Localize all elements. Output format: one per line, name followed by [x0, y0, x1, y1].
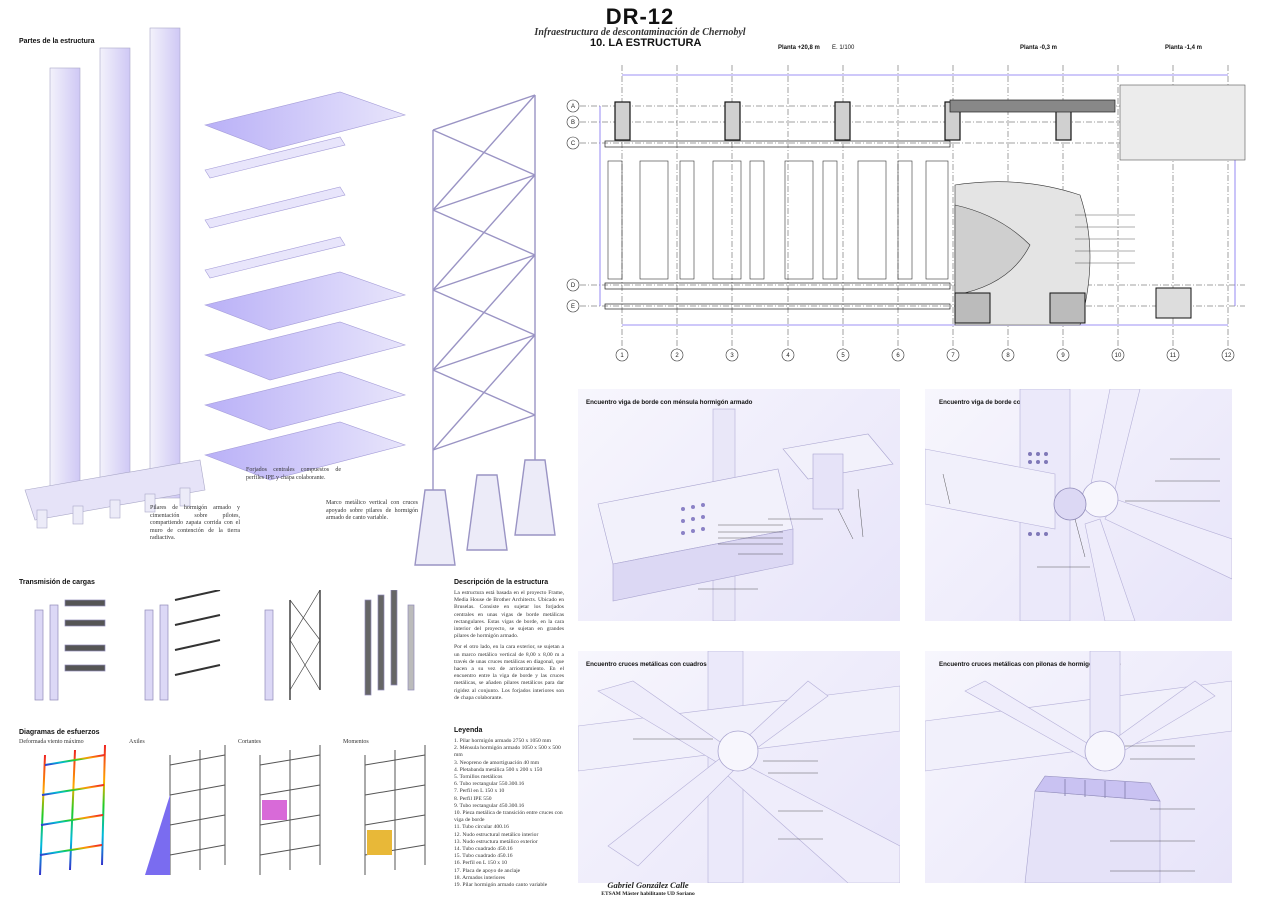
detail-drawing-edge-beam	[925, 389, 1232, 621]
legend-item: 17. Placa de apoyo de anclaje	[454, 867, 521, 874]
effort-diagrams	[39, 745, 426, 876]
legend-item: 19. Pilar hormigón armado canto variable	[454, 882, 548, 889]
effort-label-shear: Cortantes	[238, 739, 261, 745]
detail-panel-concrete-pylon: Encuentro cruces metálicas con pilonas d…	[925, 651, 1232, 883]
plan-col-label: 1	[620, 353, 624, 359]
plan-col-label: 8	[1006, 353, 1010, 359]
diagram-moment	[364, 745, 426, 875]
school-name: ETSAM Máster habilitante UD Soriano	[601, 891, 695, 897]
plan-row-bubbles	[566, 99, 580, 313]
legend-item: 1. Pilar hormigón armado 2750 x 1050 mm	[454, 738, 551, 744]
legend-item: 11. Tubo circular 400.16	[454, 824, 509, 831]
legend-item: 9. Tubo rectangular 450.300.16	[454, 802, 525, 809]
plan-row-label: B	[571, 120, 575, 126]
plan-section-cut	[954, 84, 1246, 326]
detail-title: Encuentro cruces metálicas con cuadros m…	[586, 661, 737, 668]
legend-item: 14. Tubo cuadrado 450.16	[454, 846, 513, 853]
steel-frame	[414, 94, 556, 566]
diagram-axial	[145, 745, 226, 875]
detail-title: Encuentro viga de borde con ménsula horm…	[586, 399, 753, 406]
plan-col-label: 12	[1225, 353, 1232, 359]
floor-plan: A B C D E 1 2 3 4 5 6 7 8 9 10 11 12	[566, 65, 1246, 362]
detail-panel-steel-cross: Encuentro cruces metálicas con cuadros m…	[578, 651, 900, 883]
description-heading: Descripción de la estructura	[454, 579, 549, 586]
load-step-1	[34, 599, 106, 701]
plan-joists	[607, 160, 949, 280]
plan-col-label: 3	[730, 353, 734, 359]
legend-item: 4. Pletabanda metálica 500 x 200 x 150	[454, 766, 543, 773]
plan-col-label: 11	[1170, 353, 1177, 359]
plan-col-label: 7	[951, 353, 955, 359]
legend-item: 13. Nudo estructura metálico exterior	[454, 838, 538, 845]
detail-drawing-bracket	[597, 408, 894, 621]
detail-drawing-concrete-pylon	[925, 651, 1232, 883]
load-step-2	[144, 590, 221, 701]
section-title: 10. LA ESTRUCTURA	[590, 37, 702, 49]
legend-item: 7. Perfil en L 150 x 10	[454, 788, 505, 795]
legend-heading: Leyenda	[454, 727, 483, 734]
load-step-3	[264, 590, 321, 701]
plan-row-label: D	[571, 283, 576, 289]
plan-col-label: 4	[786, 353, 790, 359]
detail-panel-edge-beam: Encuentro viga de borde con cruces	[925, 389, 1232, 621]
plan-col-label: 10	[1115, 353, 1122, 359]
plan-row-label: E	[571, 304, 575, 310]
detail-title: Encuentro viga de borde con cruces	[939, 399, 1046, 406]
structure-exploded-drawing	[24, 27, 556, 566]
plan-beams	[604, 99, 1116, 310]
plan-col-bubbles	[615, 348, 1235, 362]
load-step-4	[364, 590, 415, 696]
page-title: DR-12	[605, 4, 675, 29]
caption-pillars: Pilares de hormigón armado y cimentación…	[150, 505, 240, 541]
plan-axis-labels: A B C D E 1 2 3 4 5 6 7 8 9 10 11 12	[571, 104, 1232, 359]
detail-title: Encuentro cruces metálicas con pilonas d…	[939, 661, 1121, 668]
structure-heading: Partes de la estructura	[19, 38, 95, 45]
detail-drawing-steel-cross	[578, 651, 900, 883]
description-paragraph-2: Por el otro lado, en la cara exterior, s…	[454, 644, 564, 701]
detail-panel-bracket: Encuentro viga de borde con ménsula horm…	[578, 389, 900, 621]
legend-item: 15. Tubo cuadrado 450.16	[454, 853, 513, 860]
legend-item: 6. Tubo rectangular 550.300.16	[454, 781, 525, 788]
plan-label-lower: Planta -1,4 m	[1165, 45, 1203, 51]
legend-item: 10. Pieza metálica de transición entre c…	[454, 810, 563, 824]
plan-col-label: 2	[675, 353, 679, 359]
effort-label-moment: Momentos	[343, 739, 369, 745]
legend-item: 16. Perfil en L 150 x 10	[454, 860, 508, 867]
legend-item: 2. Ménsula hormigón armado 1050 x 500 x …	[454, 745, 561, 759]
load-transmission-drawings	[34, 590, 415, 701]
legend-list: 1. Pilar hormigón armado 2750 x 1050 mm …	[454, 738, 568, 889]
description-body: La estructura está basada en el proyecto…	[454, 590, 564, 706]
efforts-heading: Diagramas de esfuerzos	[19, 729, 100, 736]
effort-label-deformation: Deformada viento máximo	[19, 739, 84, 745]
plan-row-label: A	[571, 104, 575, 110]
legend-item: 12. Nudo estructural metálico interior	[454, 831, 539, 838]
legend-item: 3. Neopreno de amortiguación 40 mm	[454, 759, 540, 766]
caption-slabs: Forjados centrales compuestos de perfile…	[246, 467, 341, 481]
page-subtitle: Infraestructura de descontaminación de C…	[534, 27, 746, 38]
author-name: Gabriel González Calle	[607, 880, 689, 890]
plan-label-middle: Planta -0,3 m	[1020, 45, 1058, 51]
plan-scale: E. 1/100	[832, 45, 855, 51]
legend-item: 5. Tornillos metálicos	[454, 774, 503, 781]
diagram-deformation	[39, 745, 106, 876]
legend-item: 18. Armados interiores	[454, 874, 506, 881]
concrete-pillars	[24, 27, 206, 529]
description-paragraph-1: La estructura está basada en el proyecto…	[454, 590, 564, 640]
loads-heading: Transmisión de cargas	[19, 579, 95, 586]
diagram-shear	[259, 745, 321, 875]
plan-col-label: 9	[1061, 353, 1065, 359]
plan-label-upper: Planta +20,8 m	[778, 45, 820, 51]
effort-label-axial: Axiles	[129, 739, 145, 745]
legend-item: 8. Perfil IPE 550	[454, 795, 492, 802]
plan-row-label: C	[571, 141, 576, 147]
plan-col-label: 5	[841, 353, 845, 359]
floor-slabs	[203, 91, 407, 481]
plan-col-label: 6	[896, 353, 900, 359]
caption-frame: Marco metálico vertical con cruces apoya…	[326, 500, 418, 521]
